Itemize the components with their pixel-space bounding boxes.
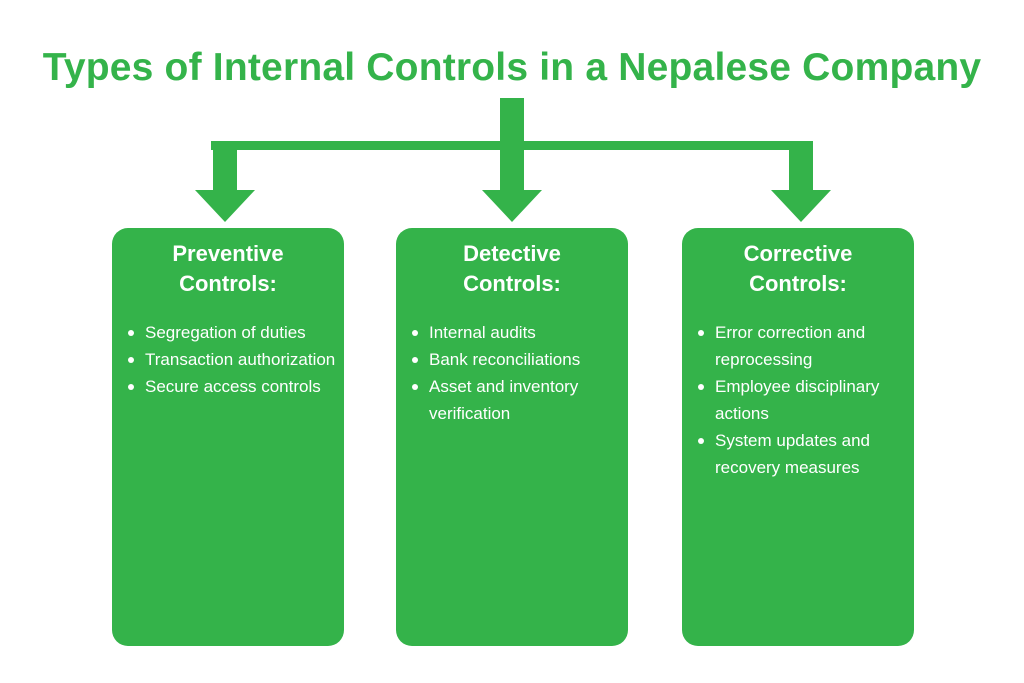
list-item: Segregation of duties — [128, 319, 336, 346]
corrective-controls-card: Corrective Controls: Error correction an… — [682, 228, 914, 646]
card-title-line1: Corrective — [743, 241, 853, 266]
diagram-title: Types of Internal Controls in a Nepalese… — [42, 46, 982, 89]
arrow-left-head — [195, 190, 255, 222]
card-title-line1: Preventive — [172, 241, 284, 266]
list-item: Transaction authorization — [128, 346, 336, 373]
card-title: Preventive Controls: — [112, 239, 344, 299]
card-title-line2: Controls: — [179, 271, 277, 296]
list-item: Error correction and reprocessing — [698, 319, 906, 373]
list-item: Employee disciplinary actions — [698, 373, 906, 427]
list-item: Internal audits — [412, 319, 620, 346]
card-title-line2: Controls: — [463, 271, 561, 296]
list-item: Secure access controls — [128, 373, 336, 400]
list-item: System updates and recovery measures — [698, 427, 906, 481]
arrow-middle-shaft — [500, 141, 524, 193]
card-title-line2: Controls: — [749, 271, 847, 296]
arrow-right-head — [771, 190, 831, 222]
card-title-line1: Detective — [463, 241, 561, 266]
list-item: Bank reconciliations — [412, 346, 620, 373]
card-title: Corrective Controls: — [682, 239, 914, 299]
card-title: Detective Controls: — [396, 239, 628, 299]
arrow-right-shaft — [789, 141, 813, 193]
preventive-controls-card: Preventive Controls: Segregation of duti… — [112, 228, 344, 646]
list-item: Asset and inventory verification — [412, 373, 620, 427]
control-list: Error correction and reprocessing Employ… — [682, 319, 914, 481]
arrow-left-shaft — [213, 141, 237, 193]
detective-controls-card: Detective Controls: Internal audits Bank… — [396, 228, 628, 646]
arrow-middle-head — [482, 190, 542, 222]
control-list: Segregation of duties Transaction author… — [112, 319, 344, 400]
control-list: Internal audits Bank reconciliations Ass… — [396, 319, 628, 427]
